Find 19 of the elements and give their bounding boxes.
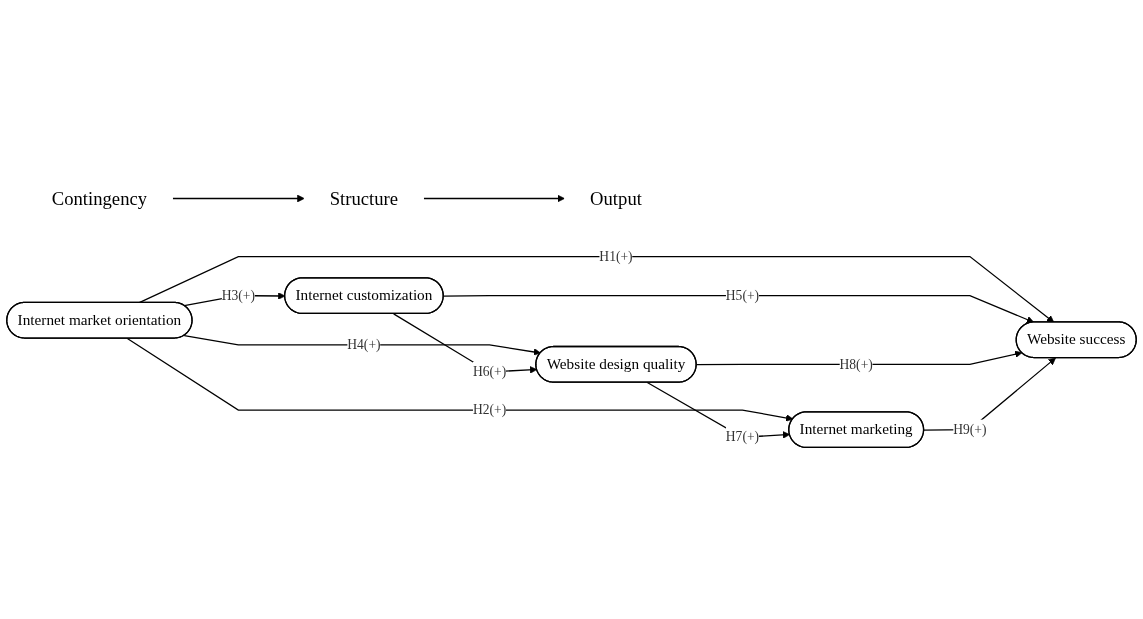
edge-label: H5(+) — [725, 287, 760, 303]
arrow — [443, 294, 1035, 324]
edge-label: H3(+) — [221, 287, 255, 303]
arrow — [695, 350, 1023, 366]
arrow — [422, 194, 565, 203]
edge-label: H6(+) — [472, 364, 507, 379]
arrow — [138, 255, 1055, 323]
node-text: Structure — [329, 187, 399, 209]
edge-label: H2(+) — [472, 402, 507, 417]
edge-label: H8(+) — [839, 356, 873, 371]
edge-label: H9(+) — [953, 421, 987, 437]
node-text: Contingency — [51, 187, 148, 209]
edge-label: H4(+) — [347, 337, 381, 352]
edge-label: H1(+) — [599, 248, 633, 264]
node-text: Output — [590, 187, 642, 209]
edge-label: H7(+) — [725, 429, 760, 444]
arrow — [171, 194, 305, 203]
arrow — [183, 334, 541, 356]
arrow — [126, 337, 794, 422]
